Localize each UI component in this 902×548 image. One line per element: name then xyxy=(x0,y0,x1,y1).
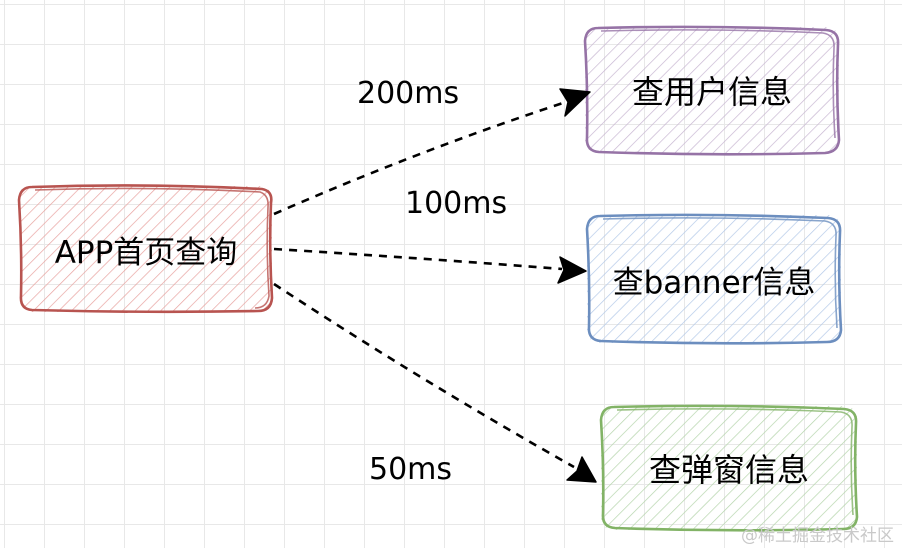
node-app-home-query[interactable] xyxy=(17,184,274,314)
edge-to-banner-info xyxy=(273,247,587,284)
arrowhead-icon xyxy=(557,256,587,284)
edge-label-200ms: 200ms xyxy=(357,76,460,111)
edge-label-100ms: 100ms xyxy=(405,186,508,221)
watermark: @稀土掘金技术社区 xyxy=(741,526,894,546)
node-banner-info[interactable] xyxy=(585,213,843,345)
node-popup-info[interactable] xyxy=(599,404,859,532)
edge-label-50ms: 50ms xyxy=(369,452,453,487)
edge-to-popup-info xyxy=(273,282,597,483)
node-user-info[interactable] xyxy=(583,25,841,156)
edge-to-user-info xyxy=(273,88,591,216)
arrowhead-icon xyxy=(566,456,597,483)
arrowhead-icon xyxy=(559,88,591,117)
